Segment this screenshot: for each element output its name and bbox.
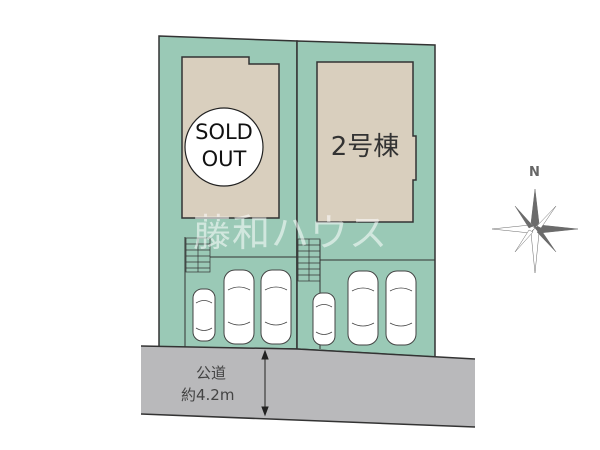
sold-out-label: SOLD OUT <box>185 119 263 173</box>
car-icon <box>192 288 216 342</box>
sold-out-badge <box>184 107 264 187</box>
car-icon <box>385 270 417 346</box>
car-icon <box>312 292 336 346</box>
compass-rose-icon <box>491 188 579 274</box>
car-icon <box>223 269 255 345</box>
car-icon <box>260 269 292 345</box>
stairs-2 <box>297 238 321 282</box>
car-icon <box>347 270 379 346</box>
stairs-1 <box>185 237 211 273</box>
out-text: OUT <box>201 147 247 171</box>
building-2 <box>316 61 417 223</box>
road-label: 公道 <box>196 364 227 382</box>
building-2-label: 2号棟 <box>330 132 400 162</box>
watermark: 藤和ハウス <box>193 211 389 255</box>
road-width-dimension <box>261 349 269 417</box>
sold-text: SOLD <box>195 120 253 144</box>
road-width-label: 約4.2m <box>181 386 235 404</box>
compass-north-label: N <box>529 165 540 180</box>
public-road <box>141 346 475 427</box>
